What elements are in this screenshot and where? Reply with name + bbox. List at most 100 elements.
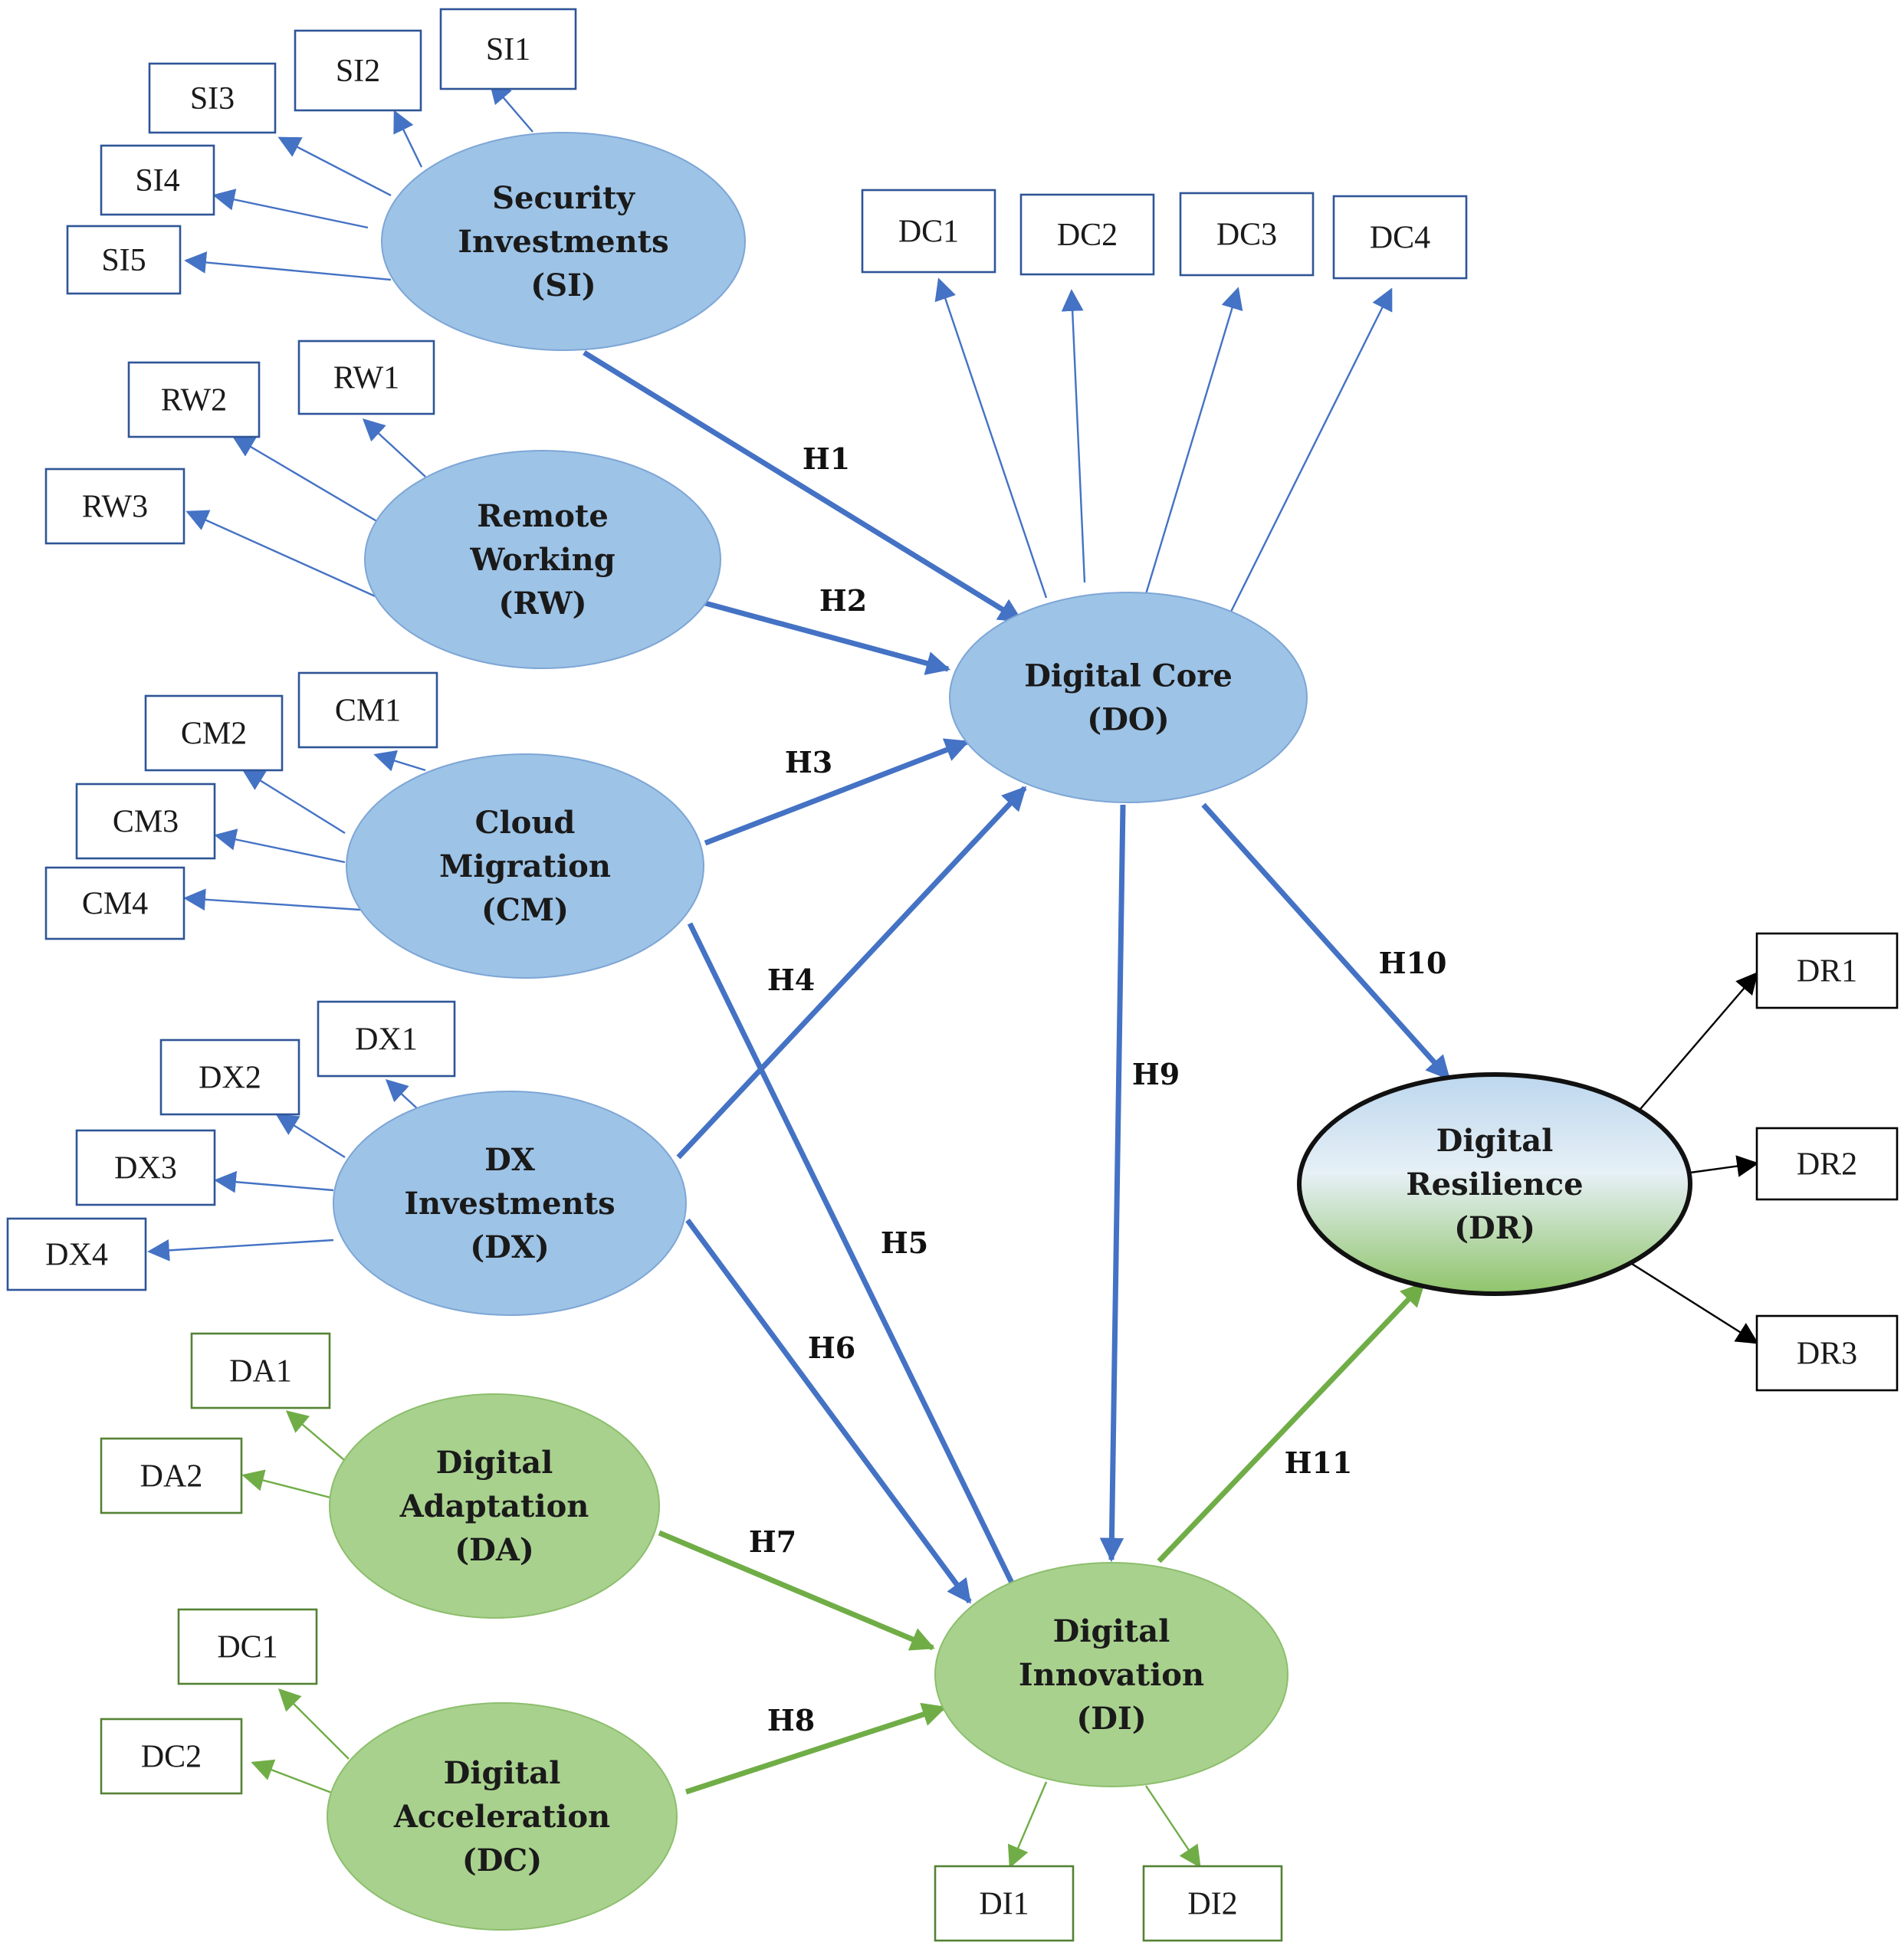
- indicator-box-dr3: [1755, 1314, 1899, 1392]
- hypothesis-label-h2: H2: [819, 583, 867, 618]
- indicator-arrow-si1: [489, 80, 533, 133]
- construct-ellipse-cm: [346, 753, 704, 979]
- construct-label-rw-line1: Remote: [477, 498, 609, 534]
- indicator-arrow-rw3: [185, 510, 388, 603]
- construct-label-cm-line2: Migration: [439, 848, 611, 884]
- indicator-cm2: CM2: [144, 694, 284, 772]
- construct-label-cm-line3: (CM): [481, 892, 569, 928]
- indicator-box-dx2: [159, 1038, 300, 1116]
- path-arrow-h6: [685, 1218, 972, 1604]
- indicator-di1: DI1: [934, 1865, 1075, 1942]
- indicator-box-doc1: [861, 189, 996, 274]
- indicator-label-rw2: RW2: [161, 383, 227, 418]
- indicator-arrow-dx4: [147, 1239, 334, 1262]
- hypothesis-label-h10: H10: [1379, 946, 1447, 980]
- path-arrow-h7: [658, 1530, 935, 1651]
- hypothesis-label-h4: H4: [767, 963, 815, 997]
- indicator-label-doc2: DC2: [1057, 218, 1118, 253]
- indicator-arrow-cm2: [241, 769, 346, 835]
- indicator-rw3: RW3: [44, 468, 185, 545]
- construct-ellipse-si: [381, 132, 746, 351]
- path-arrow-h4: [676, 786, 1027, 1160]
- indicator-box-doc2: [1019, 193, 1155, 276]
- construct-label-dr-line3: (DR): [1454, 1210, 1535, 1246]
- indicator-label-cm1: CM1: [335, 694, 401, 729]
- indicator-label-doc3: DC3: [1216, 218, 1277, 253]
- indicator-box-cm1: [297, 671, 438, 749]
- indicator-box-si4: [100, 144, 215, 216]
- indicator-arrow-dca2: [251, 1759, 334, 1795]
- indicator-dca1: DC1: [177, 1608, 318, 1685]
- hypothesis-label-h5: H5: [881, 1226, 928, 1260]
- indicator-arrow-rw1: [362, 418, 426, 477]
- indicator-label-dr3: DR3: [1797, 1337, 1857, 1372]
- indicator-label-dx2: DX2: [199, 1061, 261, 1096]
- indicator-doc1: DC1: [861, 189, 996, 274]
- indicator-label-dca1: DC1: [217, 1630, 277, 1665]
- indicator-label-doc1: DC1: [898, 215, 959, 250]
- hypothesis-label-h1: H1: [803, 441, 850, 476]
- indicator-box-doc3: [1179, 192, 1315, 277]
- path-arrow-h8: [684, 1702, 947, 1795]
- indicator-arrow-dr2: [1689, 1155, 1759, 1177]
- construct-ellipse-dr: [1297, 1072, 1692, 1296]
- indicator-arrow-rw2: [231, 435, 384, 527]
- indicator-arrow-dx1: [385, 1079, 419, 1110]
- indicator-box-si2: [294, 29, 422, 112]
- indicator-label-dx4: DX4: [45, 1238, 108, 1273]
- indicator-label-cm4: CM4: [82, 887, 148, 922]
- construct-ellipse-da: [329, 1393, 660, 1619]
- construct-ellipse-dx: [333, 1091, 687, 1316]
- indicator-cm1: CM1: [297, 671, 438, 749]
- indicator-dr1: DR1: [1755, 932, 1899, 1009]
- indicator-label-si2: SI2: [336, 54, 380, 89]
- indicator-box-cm3: [75, 783, 216, 860]
- path-arrow-h11: [1157, 1281, 1426, 1563]
- construct-label-dx-line3: (DX): [470, 1229, 550, 1265]
- indicator-arrow-cm4: [183, 888, 361, 911]
- indicator-label-si3: SI3: [190, 81, 235, 116]
- construct-do: Digital Core (DO): [949, 592, 1308, 803]
- indicator-box-rw1: [297, 340, 435, 415]
- construct-ellipse-do: [949, 592, 1308, 803]
- indicator-box-si3: [148, 62, 277, 134]
- indicator-si1: SI1: [439, 8, 577, 90]
- construct-label-do-line1: Digital Core: [1024, 658, 1233, 694]
- indicator-arrow-doc2: [1061, 289, 1086, 583]
- indicator-box-da1: [190, 1332, 331, 1409]
- hypothesis-label-h7: H7: [749, 1524, 796, 1559]
- construct-label-dca-line3: (DC): [462, 1842, 542, 1878]
- construct-label-cm-line1: Cloud: [475, 805, 576, 841]
- indicator-da2: DA2: [100, 1437, 243, 1514]
- path-arrow-h1: [583, 350, 1023, 623]
- indicator-box-dr2: [1755, 1127, 1899, 1201]
- indicator-cm4: CM4: [44, 866, 185, 940]
- indicator-box-dx4: [6, 1217, 147, 1291]
- path-arrow-h3: [704, 738, 970, 846]
- indicator-box-dx3: [75, 1129, 216, 1206]
- indicator-rw2: RW2: [127, 361, 261, 438]
- indicator-arrow-dr1: [1640, 971, 1758, 1110]
- indicator-arrow-dca1: [277, 1688, 350, 1760]
- construct-label-dca-line1: Digital: [444, 1755, 561, 1791]
- indicator-label-da2: DA2: [140, 1459, 203, 1495]
- path-arrow-h5: [687, 922, 1028, 1612]
- indicator-dr2: DR2: [1755, 1127, 1899, 1201]
- indicator-box-dca2: [100, 1718, 243, 1795]
- construct-label-do-line2: (DO): [1087, 702, 1169, 738]
- indicator-arrow-doc3: [1144, 287, 1243, 595]
- construct-label-dr-line2: Resilience: [1406, 1166, 1583, 1203]
- indicator-arrow-dx3: [214, 1170, 334, 1193]
- construct-label-di-line1: Digital: [1053, 1613, 1170, 1649]
- indicator-box-di1: [934, 1865, 1075, 1942]
- indicator-dx3: DX3: [75, 1129, 216, 1206]
- indicator-dx2: DX2: [159, 1038, 300, 1116]
- indicator-box-di2: [1142, 1865, 1283, 1942]
- indicator-cm3: CM3: [75, 783, 216, 860]
